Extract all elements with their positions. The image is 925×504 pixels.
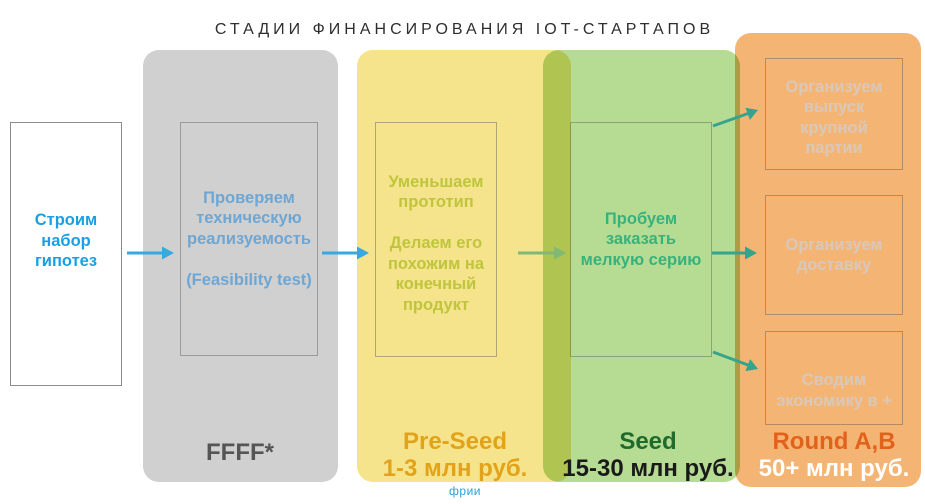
text-line: Строим	[34, 211, 98, 230]
stage-caption-seed: Seed 15-30 млн руб.	[558, 428, 738, 482]
stage-label: Round A,B	[772, 428, 896, 455]
step-text: Пробуем заказать мелкую серию	[581, 209, 702, 271]
stage-panel-seed	[543, 50, 740, 482]
step-text: Сводим экономику в +	[776, 370, 892, 411]
diagram-title: СТАДИИ ФИНАНСИРОВАНИЯ IOT-СТАРТАПОВ	[214, 21, 715, 38]
text-line: похожим на	[387, 254, 485, 273]
text-line: Уменьшаем	[388, 172, 484, 191]
text-line: партии	[805, 139, 863, 157]
stage-amount: 1-3 млн руб.	[382, 455, 528, 482]
text-line: прототип	[398, 193, 474, 212]
start-box-hypotheses: Строим набор гипотез	[10, 122, 122, 386]
stage-label: Seed	[619, 428, 677, 455]
stage-panel-ffff	[143, 50, 338, 482]
text-line: Делаем его	[389, 234, 483, 253]
text-line: техническую	[196, 209, 302, 228]
step-box-unit-economics: Сводим экономику в +	[765, 331, 903, 425]
stage-amount: 50+ млн руб.	[758, 455, 910, 482]
text-line: крупной	[800, 118, 868, 137]
step-box-feasibility-test: Проверяем техническую реализуемость (Fea…	[180, 122, 318, 356]
text-line: выпуск	[803, 98, 865, 116]
stage-panel-pre-seed	[357, 50, 571, 482]
step-text: (Feasibility test)	[186, 270, 312, 291]
stage-caption-pre-seed: Pre-Seed 1-3 млн руб.	[365, 428, 545, 482]
text-line: Организуем	[785, 77, 883, 96]
text-line: экономику в +	[776, 391, 892, 410]
stage-label: FFFF*	[206, 439, 274, 466]
text-line: реализуемость	[186, 229, 312, 248]
step-box-large-batch: Организуем выпуск крупной партии	[765, 58, 903, 170]
frii-logo: фрии	[449, 484, 481, 498]
stage-caption-ffff: FFFF*	[150, 439, 330, 466]
text-line: заказать	[605, 230, 677, 249]
stage-label: Pre-Seed	[402, 428, 508, 455]
text-line: Организуем	[785, 235, 883, 254]
text-line: Проверяем	[203, 188, 295, 207]
text-line: продукт	[402, 295, 470, 314]
text-line: доставку	[796, 256, 872, 274]
text-line: конечный	[395, 275, 477, 294]
text-line: (Feasibility test)	[186, 270, 312, 289]
step-box-small-series: Пробуем заказать мелкую серию	[570, 122, 712, 357]
stage-amount: 15-30 млн руб.	[562, 455, 734, 482]
text-line: Пробуем	[604, 209, 678, 228]
step-text: Организуем доставку	[786, 235, 883, 276]
text-line: гипотез	[34, 252, 98, 271]
text-line: мелкую серию	[580, 250, 702, 269]
text-line: Сводим	[801, 371, 867, 389]
start-box-text: Строим набор гипотез	[35, 210, 98, 272]
step-box-delivery: Организуем доставку	[765, 195, 903, 315]
step-text: Уменьшаем прототип	[388, 172, 483, 213]
step-text: Организуем выпуск крупной партии	[786, 77, 883, 159]
step-text: Делаем его похожим на конечный продукт	[388, 233, 484, 315]
step-text: Проверяем техническую реализуемость	[187, 188, 311, 250]
stage-caption-round-ab: Round A,B 50+ млн руб.	[744, 428, 924, 482]
step-box-prototype: Уменьшаем прототип Делаем его похожим на…	[375, 122, 497, 357]
text-line: набор	[41, 231, 91, 250]
stage-panel-round-ab	[735, 33, 921, 487]
